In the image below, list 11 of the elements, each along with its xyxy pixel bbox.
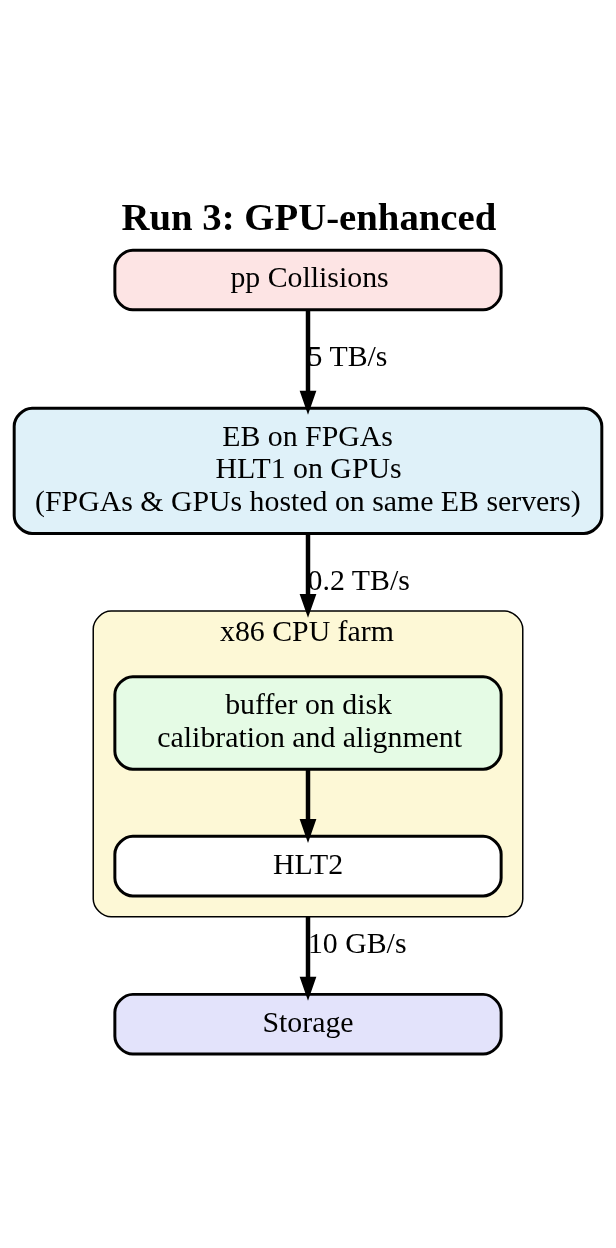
arrow: [299, 309, 317, 415]
edge-label: 10 GB/s: [307, 925, 407, 959]
arrow: [299, 768, 317, 843]
node-box: Storage: [113, 992, 503, 1055]
node-box: EB on FPGAs HLT1 on GPUs (FPGAs & GPUs hosted on same EB servers): [12, 406, 604, 535]
node-box: buffer on disk calibration and alignment: [113, 674, 503, 771]
arrow: [299, 533, 317, 618]
diagram-title: Run 3: GPU-enhanced: [121, 194, 497, 238]
node-box: pp Collisions: [113, 248, 503, 311]
node-box: HLT2: [113, 834, 503, 897]
arrow: [299, 916, 317, 1001]
